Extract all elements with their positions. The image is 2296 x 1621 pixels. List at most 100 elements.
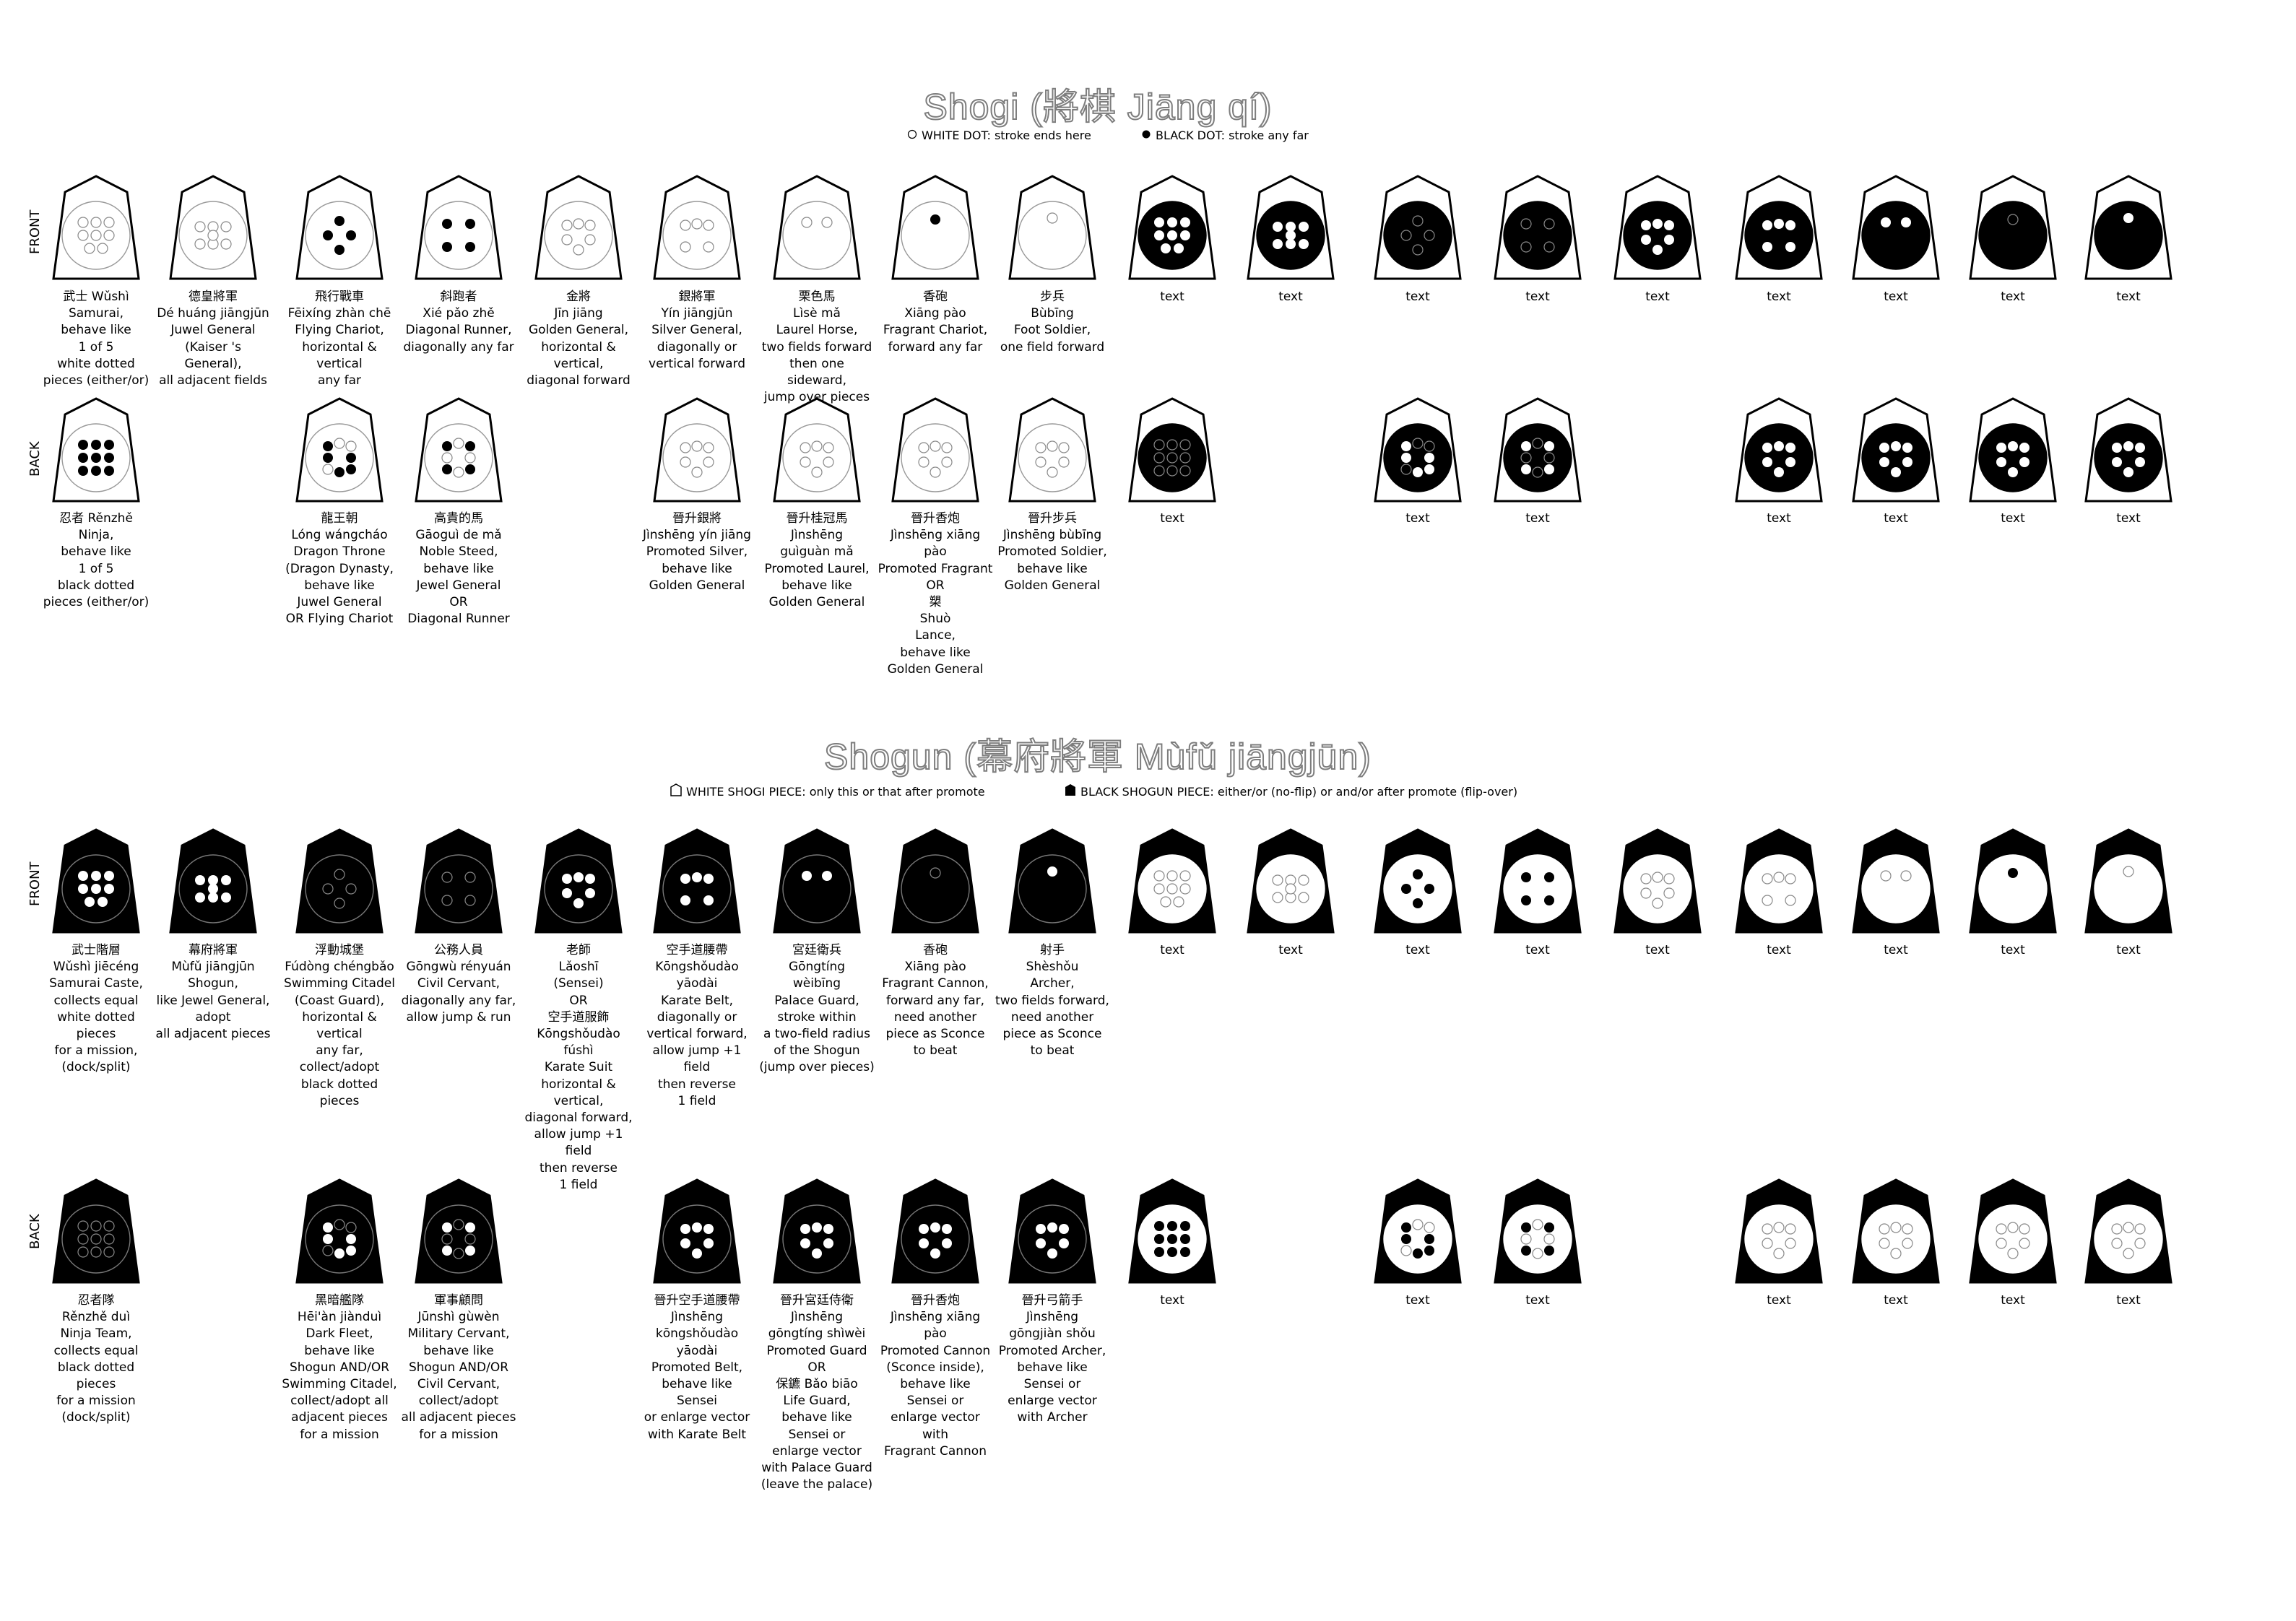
piece-caption: text — [1767, 511, 1791, 526]
piece-icon — [1494, 828, 1582, 934]
piece-icon — [1247, 175, 1335, 280]
outline-dot — [1640, 873, 1652, 885]
piece-icon — [1008, 1178, 1096, 1284]
outline-dot — [1400, 464, 1412, 475]
shogi-piece — [650, 1177, 744, 1285]
shogi-legend-white: WHITE DOT: stroke ends here — [907, 129, 1091, 142]
outline-dot — [220, 238, 232, 250]
white-dot — [573, 872, 584, 882]
outline-dot — [1166, 883, 1178, 895]
black-dot — [1544, 872, 1554, 882]
white-dot — [195, 875, 205, 885]
black-dot — [930, 214, 940, 225]
outline-dot — [1298, 874, 1309, 886]
outline-dot — [801, 217, 813, 228]
piece-caption: text — [1278, 943, 1303, 957]
white-dot — [812, 1248, 822, 1259]
shogi-title: Shogi (將棋 Jiāng qí) — [922, 86, 1273, 128]
outline-dot — [811, 466, 823, 478]
piece-caption: 晉升步兵 Jìnshēng bùbīng Promoted Soldier, b… — [997, 511, 1107, 593]
outline-dot — [2111, 1223, 2123, 1235]
outline-dot — [680, 241, 691, 253]
shogi-piece — [1125, 1177, 1219, 1285]
outline-dot — [800, 456, 811, 468]
piece-caption: text — [1767, 1293, 1791, 1308]
outline-dot — [194, 238, 206, 250]
outline-dot — [1400, 1245, 1412, 1256]
outline-dot — [1762, 895, 1773, 906]
piece-icon — [169, 828, 257, 934]
shogi-piece — [650, 396, 744, 504]
shogi-front-label: FRONT — [27, 209, 43, 255]
shogi-piece — [1732, 396, 1826, 504]
black-dot — [1401, 1234, 1411, 1244]
white-dot — [930, 1222, 940, 1233]
white-dot — [208, 892, 218, 903]
white-dot — [1521, 441, 1531, 451]
white-dot — [1881, 217, 1891, 227]
shogi-piece — [1732, 827, 1826, 935]
white-dot — [2019, 443, 2029, 453]
outline-dot — [691, 440, 703, 452]
piece-icon — [1852, 397, 1940, 503]
black-dot — [1424, 884, 1434, 894]
black-dot — [346, 453, 356, 463]
piece-icon — [295, 397, 384, 503]
outline-dot — [1543, 452, 1555, 464]
outline-dot — [1412, 1219, 1424, 1230]
outline-dot — [918, 442, 930, 453]
white-dot — [1762, 457, 1772, 467]
black-dot — [104, 466, 114, 476]
outline-dot — [334, 1219, 345, 1230]
white-dot — [2112, 457, 2122, 467]
outline-dot — [680, 220, 691, 231]
white-dot — [1902, 457, 1912, 467]
outline-dot — [97, 243, 108, 254]
white-dot — [1762, 220, 1772, 230]
outline-dot — [103, 1233, 115, 1245]
piece-icon — [1374, 175, 1462, 280]
outline-dot — [2007, 214, 2019, 225]
outline-dot — [103, 1220, 115, 1232]
piece-icon — [1128, 1178, 1216, 1284]
white-dot — [1424, 464, 1434, 474]
piece-caption: 宮廷衛兵 Gōngtíng wèibīng Palace Guard, stro… — [759, 943, 875, 1075]
piece-caption: text — [1160, 290, 1184, 304]
white-dot — [1664, 235, 1674, 245]
outline-dot — [918, 456, 930, 468]
piece-caption: text — [1405, 1293, 1430, 1308]
outline-dot — [103, 1246, 115, 1258]
white-dot — [1996, 443, 2006, 453]
piece-caption: 老師 Lǎoshī (Sensei) OR 空手道服飾 Kōngshǒudào … — [524, 943, 633, 1192]
white-dot — [1273, 222, 1283, 232]
white-dot — [823, 1224, 833, 1234]
outline-dot — [1424, 230, 1435, 241]
piece-icon — [1735, 175, 1823, 280]
piece-icon — [2084, 828, 2172, 934]
white-dot — [91, 871, 101, 881]
piece-icon — [1247, 828, 1335, 934]
shogun-legend-white: WHITE SHOGI PIECE: only this or that aft… — [670, 783, 985, 799]
outline-dot — [584, 234, 596, 245]
shogi-piece — [1491, 1177, 1585, 1285]
piece-caption: 晉升空手道腰帶 Jìnshēng kōngshǒudào yāodài Prom… — [644, 1293, 750, 1442]
piece-caption: text — [2001, 290, 2025, 304]
outline-dot — [1272, 892, 1283, 903]
outline-dot — [2134, 1223, 2146, 1235]
black-dot — [1544, 1222, 1554, 1233]
outline-dot — [1424, 440, 1435, 452]
white-dot — [1413, 467, 1423, 477]
shogi-piece — [49, 827, 143, 935]
outline-dot — [1640, 887, 1652, 899]
piece-caption: text — [2116, 290, 2141, 304]
piece-icon — [1008, 175, 1096, 280]
outline-dot — [680, 442, 691, 453]
white-dot — [2019, 457, 2029, 467]
shogi-piece — [770, 1177, 864, 1285]
shogi-piece — [1849, 396, 1943, 504]
white-dot — [1785, 242, 1795, 252]
piece-icon — [1969, 397, 2057, 503]
outline-dot — [703, 220, 714, 231]
black-dot — [442, 441, 452, 451]
shogi-piece — [2081, 1177, 2175, 1285]
